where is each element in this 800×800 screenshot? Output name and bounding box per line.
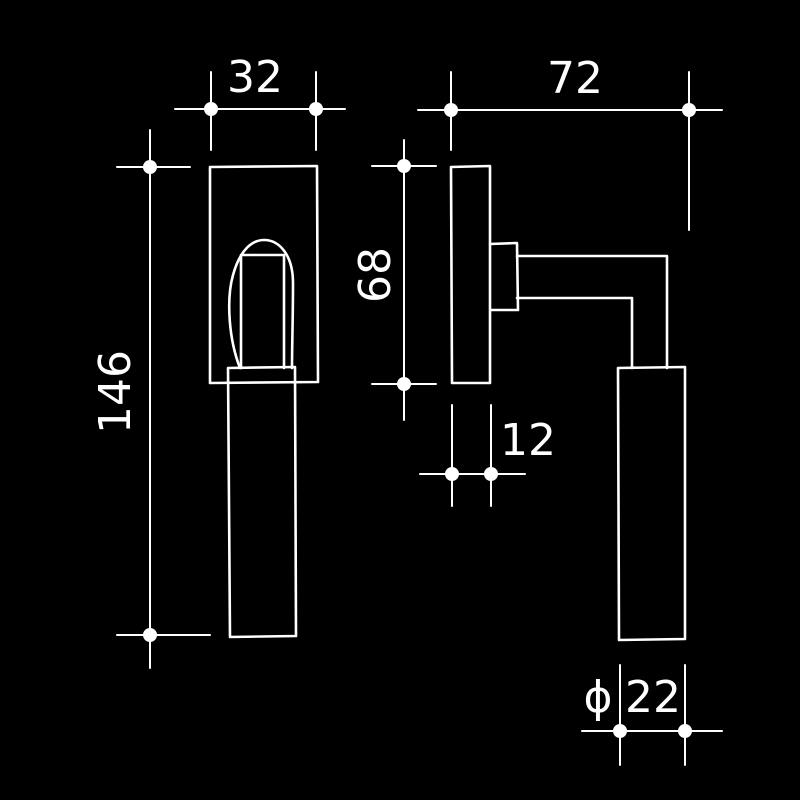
front-lever-neck <box>239 253 286 370</box>
dimension-diameter-22: ϕ 22 <box>581 664 723 766</box>
dimension-label-146: 146 <box>90 350 141 434</box>
side-view <box>449 164 687 642</box>
dimension-label-72: 72 <box>547 53 603 104</box>
dimension-68: 68 <box>350 139 437 421</box>
dimension-72: 72 <box>417 53 723 231</box>
front-rose-plate <box>208 164 320 385</box>
dimension-label-22: 22 <box>625 672 681 723</box>
dimension-12: 12 <box>419 404 556 507</box>
dimension-label-12: 12 <box>500 415 556 466</box>
front-spindle-hub <box>227 238 295 370</box>
side-lever-arm <box>515 254 669 370</box>
dimension-label-32: 32 <box>227 52 283 103</box>
side-lever-grip <box>616 365 687 642</box>
front-view <box>208 164 320 639</box>
diameter-symbol: ϕ <box>583 672 612 723</box>
dimension-label-68: 68 <box>350 247 401 303</box>
side-collar <box>488 241 520 312</box>
side-rose-plate <box>449 164 492 385</box>
front-lever-grip <box>226 365 298 639</box>
dimension-32: 32 <box>174 52 346 151</box>
dimension-146: 146 <box>90 129 211 669</box>
